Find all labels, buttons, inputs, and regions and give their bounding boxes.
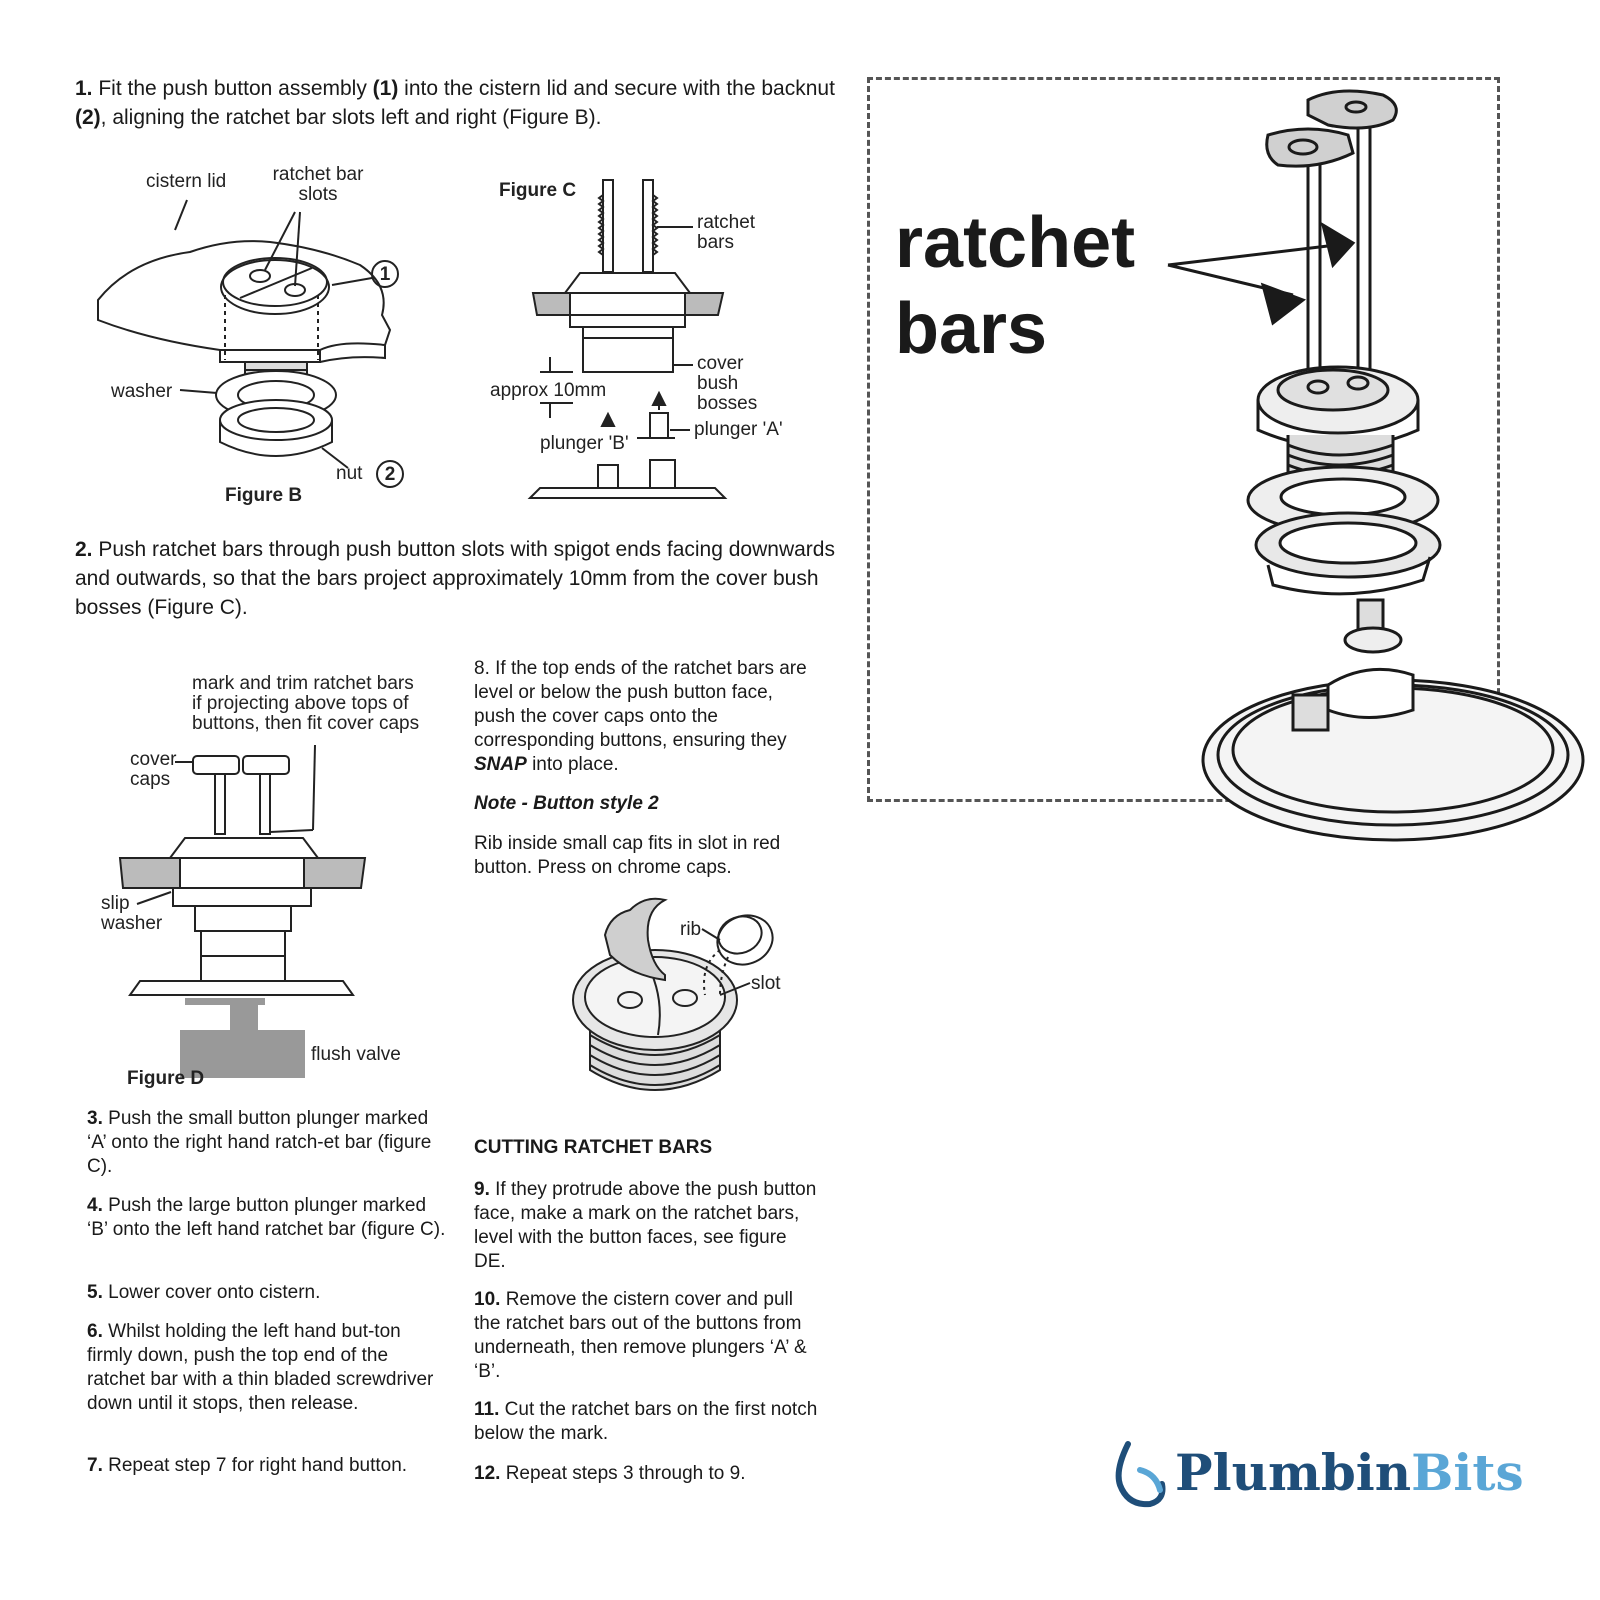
inset-label-line2: bars — [895, 289, 1048, 369]
step-3-number: 3. — [87, 1108, 103, 1129]
inset-label-line1: ratchet — [895, 203, 1136, 283]
step-7: 7. Repeat step 7 for right hand button. — [87, 1454, 417, 1478]
note-title: Note - Button style 2 — [474, 793, 659, 814]
figc-cover-line1: cover — [697, 353, 744, 374]
figb-nut-label: nut — [336, 463, 363, 484]
step-9: 9. If they protrude above the push butto… — [474, 1178, 819, 1274]
figd-cover-caps-line1: cover — [130, 749, 177, 770]
ratchet-bars-inset — [867, 77, 1500, 802]
figc-plunger-b-label: plunger 'B' — [540, 433, 629, 454]
step-12-text: Repeat steps 3 through to 9. — [505, 1463, 746, 1484]
inset-assembly-diagram — [1167, 89, 1585, 842]
step-2-number: 2. — [75, 538, 93, 561]
step-9-number: 9. — [474, 1179, 490, 1200]
step-1-text-b: into the cistern lid and secure with the… — [398, 77, 835, 100]
step-4: 4. Push the large button plunger marked … — [87, 1194, 447, 1242]
step-8: 8. If the top ends of the ratchet bars a… — [474, 657, 819, 777]
logo-text-plumbin: Plumbin — [1175, 1443, 1412, 1502]
figure-d-diagram — [118, 744, 367, 1078]
step-5-number: 5. — [87, 1282, 103, 1303]
step-8-text-b: into place. — [526, 754, 619, 775]
figb-ratchet-slots-label: ratchet bar slots — [268, 165, 368, 205]
step-5: 5. Lower cover onto cistern. — [87, 1281, 447, 1305]
logo-text-bits: Bits — [1411, 1443, 1524, 1502]
figure-b-title: Figure B — [225, 485, 303, 506]
figc-plunger-a-label: plunger 'A' — [694, 419, 783, 440]
figd-slip-line1: slip — [101, 893, 130, 914]
figc-approx-label: approx 10mm — [490, 380, 607, 401]
figc-ratchet-bars-label: ratchet bars — [697, 213, 755, 253]
step-5-text: Lower cover onto cistern. — [108, 1282, 321, 1303]
figd-cover-caps-label: cover caps — [130, 750, 176, 790]
cutting-heading: CUTTING RATCHET BARS — [474, 1137, 713, 1158]
step-9-text: If they protrude above the push button f… — [474, 1179, 817, 1272]
figc-ratchet-bars-line2: bars — [697, 232, 734, 253]
water-drop-logo-icon — [1115, 1441, 1166, 1508]
step-2: 2. Push ratchet bars through push button… — [75, 535, 845, 622]
figb-washer-label: washer — [111, 381, 173, 402]
step-2-text: Push ratchet bars through push button sl… — [75, 538, 835, 619]
figd-cover-caps-line2: caps — [130, 769, 171, 790]
figure-d-title: Figure D — [127, 1068, 205, 1089]
step-1-number: 1. — [75, 77, 93, 100]
step-6: 6. Whilst holding the left hand but-ton … — [87, 1320, 449, 1416]
figb-ratchet-slots-line2: slots — [298, 184, 338, 205]
figd-mark-line3: buttons, then fit cover caps — [192, 713, 420, 734]
step-12: 12. Repeat steps 3 through to 9. — [474, 1462, 819, 1486]
figc-cover-line3: bosses — [697, 393, 758, 414]
cap-slot-label: slot — [751, 973, 781, 994]
figd-mark-trim-label: mark and trim ratchet bars if projecting… — [192, 674, 419, 734]
figure-b-diagram — [97, 199, 404, 488]
figb-callout-1: 1 — [379, 264, 391, 285]
figc-cover-bush-label: cover bush bosses — [697, 354, 757, 414]
step-1-ref-2: (2) — [75, 106, 101, 129]
figd-slip-washer-label: slip washer — [101, 894, 162, 934]
step-4-text: Push the large button plunger marked ‘B’… — [87, 1195, 446, 1240]
step-8-text-a: 8. If the top ends of the ratchet bars a… — [474, 658, 807, 751]
step-6-text: Whilst holding the left hand but-ton fir… — [87, 1321, 434, 1414]
step-7-text: Repeat step 7 for right hand button. — [108, 1455, 408, 1476]
step-3-text: Push the small button plunger marked ‘A’… — [87, 1108, 432, 1177]
plumbinbits-logo: PlumbinBits — [1175, 1443, 1524, 1503]
step-12-number: 12. — [474, 1463, 501, 1484]
step-1-text-c: , aligning the ratchet bar slots left an… — [100, 106, 602, 129]
figb-callout-2: 2 — [384, 464, 396, 485]
step-4-number: 4. — [87, 1195, 103, 1216]
figc-ratchet-bars-line1: ratchet — [697, 212, 756, 233]
step-1: 1. Fit the push button assembly (1) into… — [75, 74, 845, 132]
button-style-2-diagram — [572, 897, 774, 1091]
step-3: 3. Push the small button plunger marked … — [87, 1107, 447, 1179]
step-6-number: 6. — [87, 1321, 103, 1342]
figb-cistern-lid-label: cistern lid — [146, 171, 227, 192]
step-1-ref-1: (1) — [372, 77, 399, 100]
step-11-number: 11. — [474, 1399, 500, 1420]
step-8-snap: SNAP — [474, 754, 527, 775]
figd-mark-line1: mark and trim ratchet bars — [192, 673, 414, 694]
figc-cover-line2: bush — [697, 373, 739, 394]
step-11: 11. Cut the ratchet bars on the first no… — [474, 1398, 819, 1446]
figure-c-title: Figure C — [499, 180, 577, 201]
step-10-text: Remove the cistern cover and pull the ra… — [474, 1289, 807, 1382]
step-1-text-a: Fit the push button assembly — [98, 77, 373, 100]
step-7-number: 7. — [87, 1455, 103, 1476]
figd-slip-line2: washer — [101, 913, 163, 934]
figd-flush-valve-label: flush valve — [311, 1044, 401, 1065]
step-10: 10. Remove the cistern cover and pull th… — [474, 1288, 819, 1384]
step-10-number: 10. — [474, 1289, 501, 1310]
note-text: Rib inside small cap fits in slot in red… — [474, 833, 781, 878]
inset-ratchet-bars-label: ratchet bars — [895, 200, 1135, 372]
cap-rib-label: rib — [680, 919, 702, 940]
step-11-text: Cut the ratchet bars on the first notch … — [474, 1399, 818, 1444]
figb-ratchet-slots-line1: ratchet bar — [272, 164, 364, 185]
figure-c-diagram — [527, 179, 728, 499]
figd-mark-line2: if projecting above tops of — [192, 693, 409, 714]
